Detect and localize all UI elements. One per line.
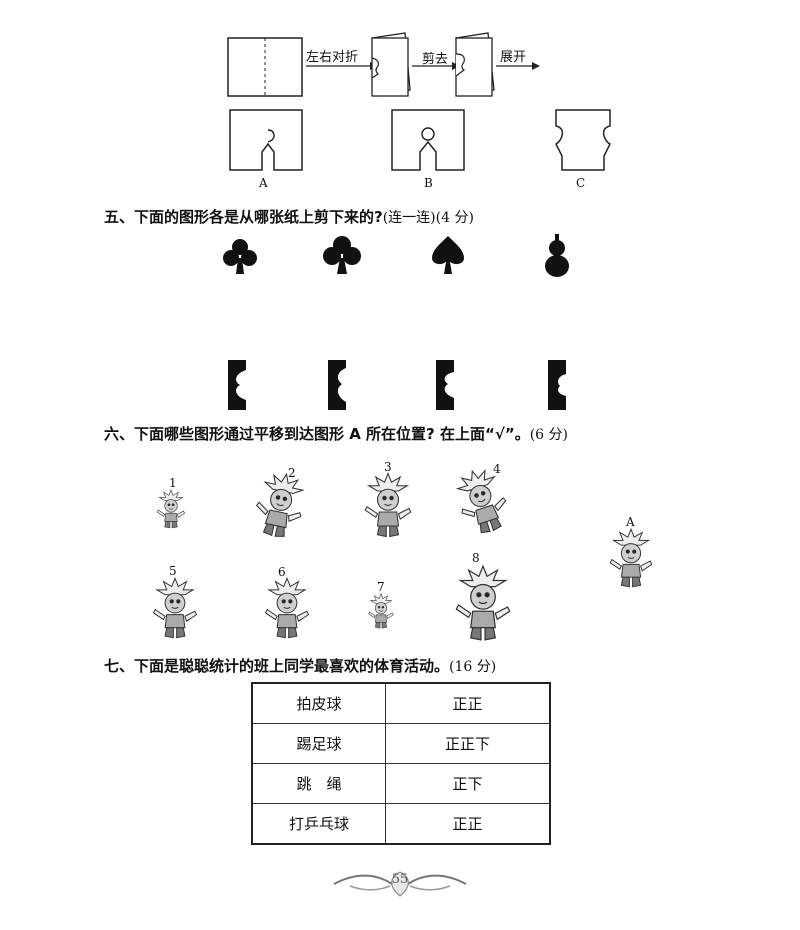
mascot-figure-7 — [366, 592, 396, 630]
figure-label-2: 2 — [288, 466, 296, 480]
figure-label-a: A — [626, 515, 635, 529]
question-5-heading: 五、下面的图形各是从哪张纸上剪下来的?(连一连)(4 分) — [104, 206, 474, 227]
tally-cell: 正正 — [385, 803, 551, 845]
paper-4 — [548, 360, 566, 410]
mascot-figure-3 — [360, 470, 416, 540]
figure-label-7: 7 — [377, 580, 385, 594]
fold-option-a-shape — [229, 109, 303, 171]
option-c-label: C — [576, 176, 586, 190]
tally-cell: 正下 — [385, 763, 551, 804]
fold-option-c-shape — [554, 109, 612, 171]
step-label-cut: 剪去 — [422, 52, 449, 67]
step-label-unfold: 展开 — [500, 50, 527, 65]
question-6-points: (6 分) — [529, 427, 568, 443]
activity-cell: 跳 绳 — [251, 763, 386, 804]
table-row: 踢足球 正正下 — [251, 723, 551, 764]
mascot-figure-a — [606, 526, 656, 590]
mascot-figure-4 — [445, 459, 520, 543]
table-row: 跳 绳 正下 — [251, 763, 551, 804]
page-number: 55 — [391, 872, 409, 887]
activity-cell: 踢足球 — [251, 723, 386, 764]
mascot-figure-6 — [260, 575, 314, 641]
mascot-figure-8 — [450, 562, 516, 644]
question-7-points: (16 分) — [449, 659, 497, 675]
figure-label-3: 3 — [384, 460, 392, 474]
page-number-ornament — [333, 871, 467, 897]
mascot-figure-2 — [245, 465, 314, 545]
figure-label-6: 6 — [278, 565, 286, 579]
figure-label-1: 1 — [169, 476, 177, 490]
paper-3 — [436, 360, 454, 410]
spade-shape — [432, 236, 464, 274]
option-a-label: A — [259, 176, 268, 190]
question-6-heading: 六、下面哪些图形通过平移到达图形 A 所在位置? 在上面“√”。(6 分) — [104, 423, 568, 444]
mascot-figure-5 — [148, 575, 202, 641]
tally-cell: 正正 — [385, 682, 551, 724]
paper-1 — [228, 360, 246, 410]
activity-cell: 打乒乓球 — [251, 803, 386, 845]
step-label-fold: 左右对折 — [306, 50, 359, 65]
gourd-shape — [545, 234, 569, 277]
fold-option-b-shape — [391, 109, 465, 171]
paper-2 — [328, 360, 346, 410]
question-5-title: 五、下面的图形各是从哪张纸上剪下来的? — [104, 208, 383, 226]
activity-cell: 拍皮球 — [251, 682, 386, 724]
club-shape — [323, 236, 361, 274]
fold-cut-diagram — [227, 32, 540, 97]
question-6-title: 六、下面哪些图形通过平移到达图形 A 所在位置? 在上面“√”。 — [104, 425, 530, 443]
tally-cell: 正正下 — [385, 723, 551, 764]
clover-shape — [223, 239, 257, 274]
question-7-heading: 七、下面是聪聪统计的班上同学最喜欢的体育活动。(16 分) — [104, 655, 496, 676]
mascot-figure-1 — [154, 488, 188, 530]
figure-label-4: 4 — [493, 462, 501, 476]
figure-label-8: 8 — [472, 551, 480, 565]
sports-tally-table: 拍皮球 正正 踢足球 正正下 跳 绳 正下 打乒乓球 正正 — [251, 682, 551, 845]
table-row: 打乒乓球 正正 — [251, 803, 551, 845]
table-row: 拍皮球 正正 — [251, 682, 551, 724]
question-5-points: (连一连)(4 分) — [382, 210, 474, 226]
figure-label-5: 5 — [169, 564, 177, 578]
question-7-title: 七、下面是聪聪统计的班上同学最喜欢的体育活动。 — [104, 657, 450, 675]
option-b-label: B — [424, 176, 433, 190]
